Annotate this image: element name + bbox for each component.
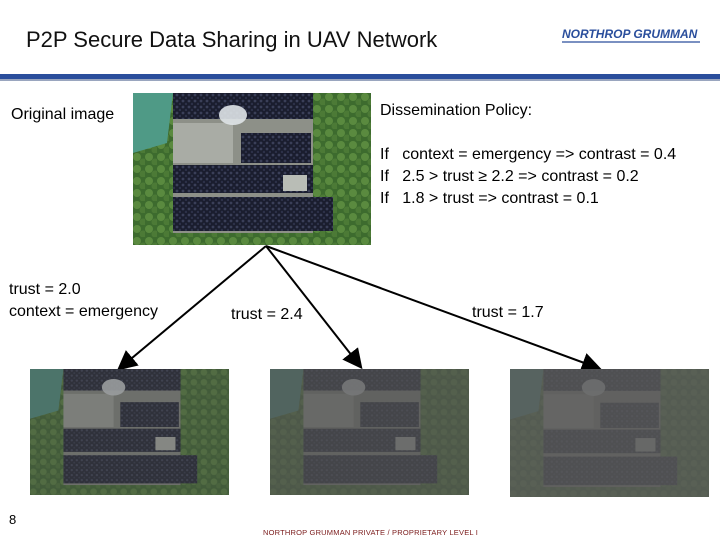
arrow-icon: [265, 245, 363, 370]
policy-rule: If context = emergency => contrast = 0.4: [380, 146, 677, 163]
policy-heading: Dissemination Policy:: [380, 102, 533, 119]
recipient-1-trust: trust = 2.0: [9, 281, 81, 298]
slide-title: P2P Secure Data Sharing in UAV Network: [26, 27, 438, 52]
footer-classification: NORTHROP GRUMMAN PRIVATE / PROPRIETARY L…: [263, 528, 479, 537]
page-number: 8: [9, 512, 17, 527]
original-image: [133, 93, 371, 245]
recipient-2-image: [270, 369, 469, 495]
recipient-2-trust: trust = 2.4: [231, 306, 303, 323]
original-image-label: Original image: [11, 106, 115, 123]
policy-rule: If 2.5 > trust ≥ 2.2 => contrast = 0.2: [380, 168, 639, 185]
arrow-icon: [116, 245, 267, 371]
recipient-3-image: [510, 369, 709, 497]
policy-rule: If 1.8 > trust => contrast = 0.1: [380, 190, 599, 207]
logo-text: NORTHROP GRUMMAN: [562, 27, 698, 41]
header-rule: [0, 74, 720, 79]
recipient-1-context: context = emergency: [9, 303, 158, 320]
company-logo: NORTHROP GRUMMAN: [562, 27, 700, 43]
arrow-icon: [265, 245, 602, 372]
header-rule-shadow: [0, 79, 720, 81]
recipient-1-image: [30, 369, 229, 495]
recipient-3-trust: trust = 1.7: [472, 304, 544, 321]
